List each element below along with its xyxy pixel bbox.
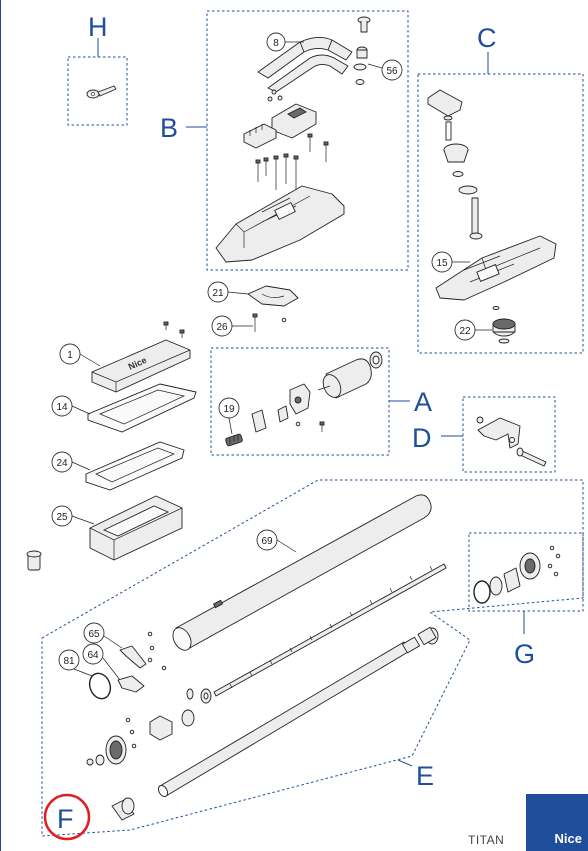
group-c: C 15 22 (417, 23, 584, 354)
callout-14: 14 (56, 402, 68, 413)
gasket-part-24: 24 (51, 441, 185, 491)
group-g-box (468, 532, 584, 612)
callout-circle-65 (83, 622, 105, 644)
group-f-label: F (57, 804, 74, 834)
callout-circle-56 (381, 59, 403, 81)
gearbox-housing-part (435, 235, 557, 301)
top-bracket-part (427, 89, 463, 117)
motor-part (317, 351, 383, 399)
brand-logo-text: Nice (554, 831, 582, 846)
callout-22: 22 (459, 326, 471, 337)
group-h: H (67, 12, 128, 126)
gasket-part-14: 14 (51, 383, 197, 433)
group-a-label: A (414, 387, 432, 417)
group-f: F (43, 793, 91, 841)
left-page-border (0, 0, 1, 851)
drive-gear-part (86, 735, 127, 766)
small-parts-e (125, 631, 212, 749)
clamp-part-65: 65 (83, 622, 147, 669)
group-d-box (462, 396, 556, 473)
callout-21: 21 (212, 288, 224, 299)
bearing-parts-g (473, 545, 561, 604)
base-part-25: 25 (51, 495, 183, 561)
long-screws-b (255, 133, 329, 196)
group-c-label: C (477, 23, 497, 53)
callout-25: 25 (56, 512, 68, 523)
callout-8: 8 (273, 38, 279, 49)
tube-part-69: 69 (172, 494, 432, 651)
cover-block-part (271, 103, 317, 139)
callout-56: 56 (386, 66, 398, 77)
group-e-box (41, 479, 584, 837)
cover-part-1: Nice 1 (59, 321, 191, 393)
plug-part (26, 550, 42, 571)
pin-part (353, 16, 371, 85)
gear-part-22 (492, 306, 516, 344)
release-key-part (86, 85, 117, 99)
small-screws-b (267, 89, 283, 102)
inner-tube-part (157, 626, 439, 798)
group-b-label: B (160, 113, 178, 143)
group-e-label: E (416, 761, 434, 791)
callout-circle-81 (58, 649, 80, 671)
fork-bracket-part (257, 37, 353, 93)
highlight-ring (43, 793, 91, 841)
brand-logo: Nice (526, 794, 588, 851)
group-d-label: D (412, 423, 432, 453)
callout-81: 81 (63, 656, 75, 667)
oring-part-81: 81 (58, 649, 112, 700)
bolt-part-d (516, 447, 547, 467)
callout-69: 69 (261, 536, 273, 547)
housing-part (215, 185, 345, 263)
group-b-box (206, 10, 409, 271)
callout-64: 64 (87, 650, 99, 661)
group-h-box (67, 56, 128, 126)
bracket-part-21: 21 (207, 281, 299, 307)
end-nut-part (111, 797, 135, 821)
terminal-block-part (243, 123, 277, 149)
callout-15: 15 (436, 258, 448, 269)
group-e: E 69 65 64 (41, 479, 584, 837)
model-name: TITAN (468, 833, 505, 847)
clamp-part-64: 64 (82, 643, 145, 693)
callout-19: 19 (223, 404, 235, 415)
group-g: G (468, 532, 584, 669)
group-c-box (417, 73, 584, 354)
group-b: B (160, 10, 409, 271)
callout-26: 26 (216, 322, 228, 333)
screw-part-26: 26 (211, 313, 287, 337)
bracket-part-d (476, 416, 521, 449)
callout-65: 65 (88, 629, 100, 640)
group-d: D (412, 396, 556, 473)
group-a: A 19 (210, 347, 432, 456)
connector-part-19 (225, 433, 243, 447)
encoder-parts (251, 383, 325, 433)
callout-1: 1 (67, 350, 73, 361)
callout-circle-64 (82, 643, 104, 665)
callout-24: 24 (56, 458, 68, 469)
group-h-label: H (88, 12, 108, 42)
gear-stack-part (443, 115, 483, 240)
screw-shaft-part (213, 563, 447, 697)
group-g-label: G (514, 639, 535, 669)
